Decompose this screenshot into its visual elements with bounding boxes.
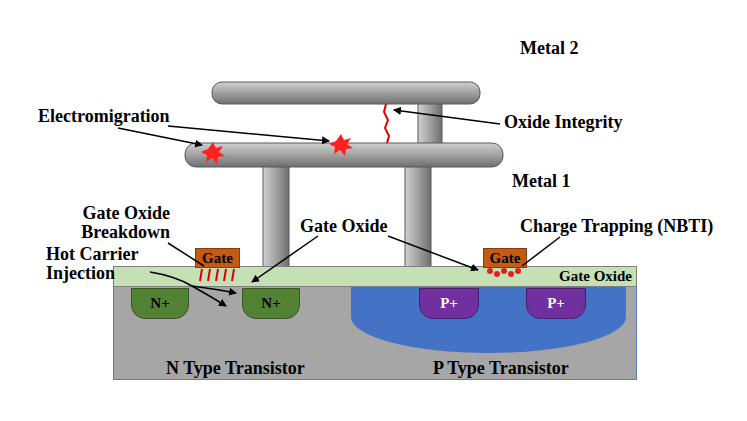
leader-arrow [394,110,500,124]
substrate-region: N Type Transistor P Type Transistor N+ N+ P+… [113,286,637,380]
node-text: P+ [527,289,585,318]
node-text: N+ [243,289,299,318]
trapped-charge [487,268,521,277]
hot-carrier-arrow [150,272,192,286]
gate-oxide-layer: Gate Oxide [113,266,637,287]
p-plus-diffusion: P+ [526,288,586,319]
leader-arrow [252,236,318,282]
layer-label: Metal 1 [512,171,570,191]
leader-line [168,243,204,266]
leader-arrow [168,126,329,141]
metal2-line [212,82,480,104]
electromigration-void [329,134,353,156]
leader-arrow [388,236,478,270]
gate-electrode: Gate [195,248,240,268]
hot-carrier-arrow [192,286,226,306]
leader-arrow [118,128,202,145]
node-text: N+ [132,289,188,318]
via-contact [263,165,289,267]
leader-line [522,237,560,266]
n-plus-diffusion: N+ [242,288,300,319]
n-plus-diffusion: N+ [131,288,189,319]
node-text: Gate Oxide [114,267,636,286]
mechanism-label: Oxide Integrity [504,112,623,132]
electromigration-void [201,142,225,164]
via-contact [405,165,431,267]
mechanism-label: Charge Trapping (NBTI) [520,216,713,236]
hot-carrier-arrow [192,286,236,293]
node-text: P+ [420,289,478,318]
p-plus-diffusion: P+ [419,288,479,319]
gate-electrode: Gate [483,248,527,268]
mechanism-label: Gate Oxide Breakdown [30,204,170,242]
mechanism-label: Hot Carrier Injection [46,245,156,283]
callout-label: Gate Oxide [300,216,388,236]
node-text: N Type Transistor [166,358,305,378]
node-text: Gate [196,249,239,267]
oxide-crack [384,104,389,143]
mechanism-label: Electromigration [38,106,170,126]
breakdown-marks [200,269,234,281]
node-text: P Type Transistor [433,358,569,378]
via-metal2 [418,102,442,145]
node-text: Gate [484,249,526,267]
layer-label: Metal 2 [520,38,578,58]
